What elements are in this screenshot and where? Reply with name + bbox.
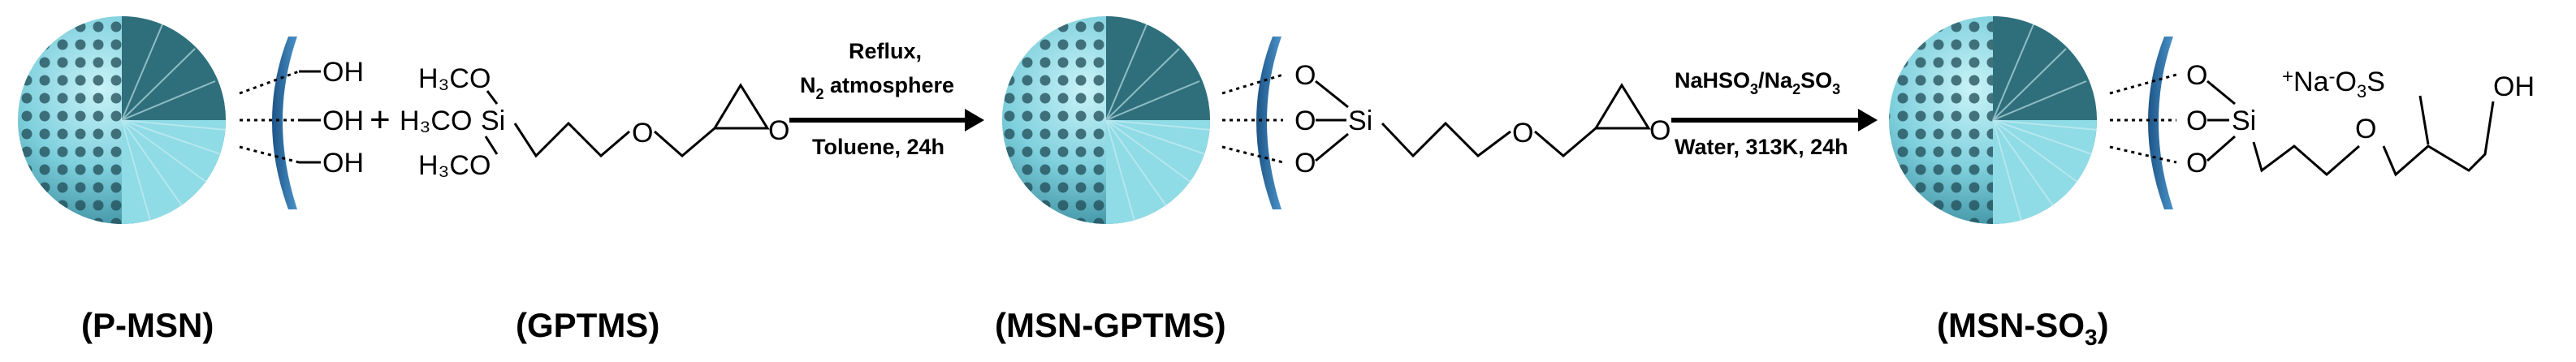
silica-surface-2 xyxy=(1256,37,1282,209)
label-msn-so3: (MSN-SO3) xyxy=(1937,306,2109,350)
msn-sphere-3 xyxy=(1889,16,2098,224)
sulfonated-chain: O O O Si O +Na-O3S OH xyxy=(2109,60,2535,179)
condition-toluene: Toluene, 24h xyxy=(812,135,944,159)
surface-oxygen-6: O xyxy=(2186,148,2207,179)
label-msn-gptms: (MSN-GPTMS) xyxy=(995,306,1226,344)
silica-surface-3 xyxy=(2148,37,2173,209)
methoxy-top: H₃CO xyxy=(418,63,491,94)
grafted-gptms: O O O Si O O xyxy=(1221,60,1671,179)
surface-oxygen-4: O xyxy=(2186,60,2207,91)
epoxide-oxygen-2: O xyxy=(1649,115,1671,146)
ether-oxygen-3: O xyxy=(2355,114,2376,144)
hydroxyl-groups: OH OH OH xyxy=(239,57,364,179)
condition-reflux: Reflux, xyxy=(849,39,922,63)
methoxy-bottom: H₃CO xyxy=(418,150,491,181)
si-atom-1: Si xyxy=(481,106,505,136)
condition-reagents: NaHSO3/Na2SO3 xyxy=(1675,68,1840,97)
plus-sign: + xyxy=(370,100,391,140)
surface-oxygen-5: O xyxy=(2186,106,2207,136)
reaction-arrow-2: NaHSO3/Na2SO3 Water, 313K, 24h xyxy=(1671,68,1878,159)
msn-sphere-2 xyxy=(1002,16,1211,224)
terminal-hydroxyl: OH xyxy=(2493,71,2535,102)
gptms-molecule: H₃CO H₃CO H₃CO Si O O xyxy=(400,63,789,181)
oh-label-3: OH xyxy=(322,148,364,179)
epoxide-oxygen-1: O xyxy=(768,115,789,146)
oh-label-1: OH xyxy=(322,57,364,88)
condition-atmosphere: N2 atmosphere xyxy=(800,73,954,102)
methoxy-mid: H₃CO xyxy=(400,106,472,136)
sodium-ion: +Na-O3S xyxy=(2282,66,2385,101)
si-atom-3: Si xyxy=(2232,106,2256,136)
label-gptms: (GPTMS) xyxy=(516,306,659,344)
ether-oxygen-2: O xyxy=(1512,118,1533,149)
oh-label-2: OH xyxy=(322,106,364,136)
surface-oxygen-2: O xyxy=(1294,106,1316,136)
surface-oxygen-3: O xyxy=(1294,148,1316,179)
silica-surface-1 xyxy=(272,37,297,209)
condition-water: Water, 313K, 24h xyxy=(1675,135,1848,159)
label-pmsn: (P-MSN) xyxy=(81,306,214,344)
si-atom-2: Si xyxy=(1348,106,1372,136)
surface-oxygen-1: O xyxy=(1294,60,1316,91)
reaction-arrow-1: Reflux, N2 atmosphere Toluene, 24h xyxy=(789,39,984,159)
ether-oxygen-1: O xyxy=(632,118,653,149)
msn-sphere-1 xyxy=(18,16,227,224)
